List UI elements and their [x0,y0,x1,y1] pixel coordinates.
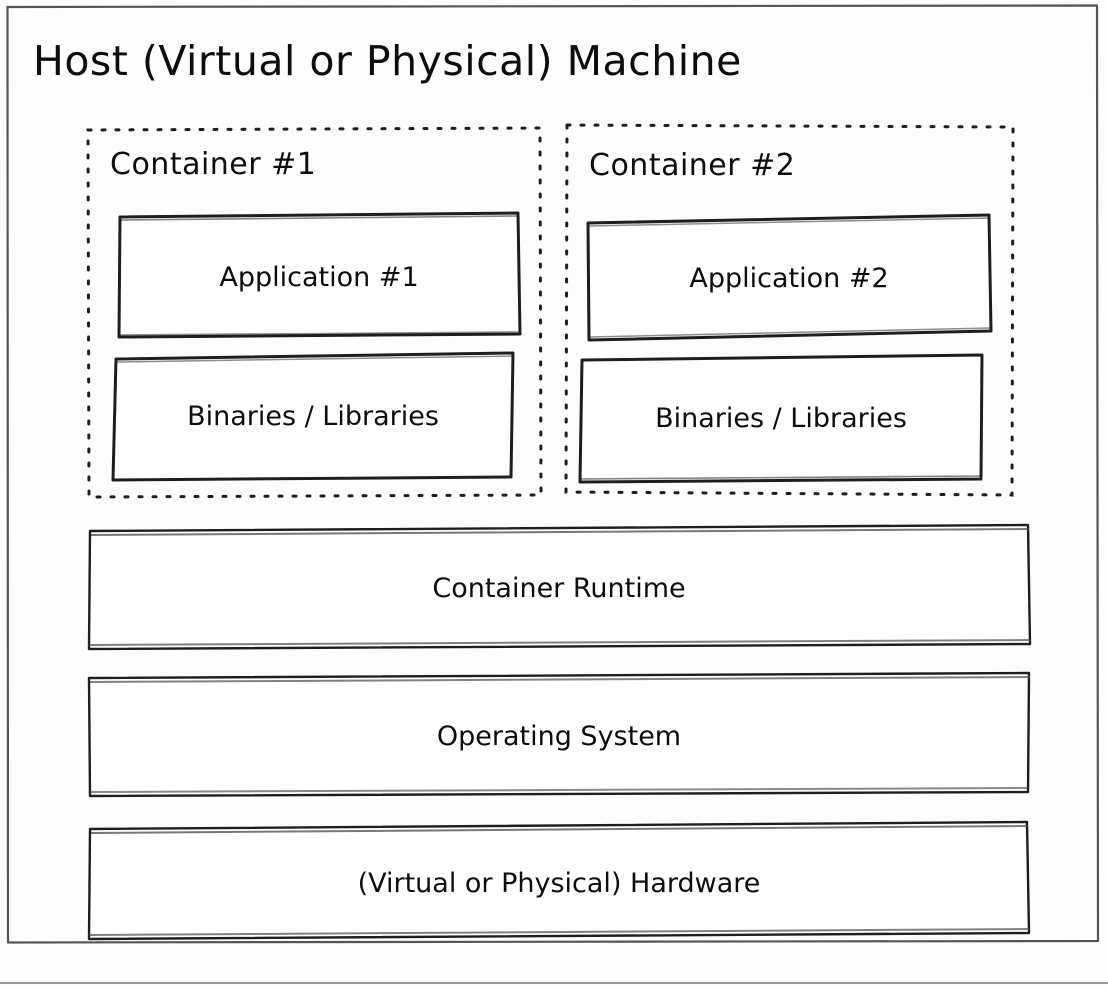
host-machine-frame [5,4,1100,944]
operating-system-box[interactable]: Operating System [86,671,1032,799]
container-runtime-label: Container Runtime [432,573,686,604]
hardware-box[interactable]: (Virtual or Physical) Hardware [86,820,1032,942]
container-2-box[interactable] [564,122,1016,498]
binaries-libraries-2-box[interactable]: Binaries / Libraries [577,353,985,484]
container-2-label: Container #2 [589,148,796,183]
binaries-libraries-1-label: Binaries / Libraries [187,401,439,432]
application-1-label: Application #1 [219,262,419,293]
container-runtime-box[interactable]: Container Runtime [86,522,1032,652]
binaries-libraries-1-box[interactable]: Binaries / Libraries [110,351,516,482]
container-1-label: Container #1 [110,147,317,182]
application-1-box[interactable]: Application #1 [116,210,522,340]
operating-system-label: Operating System [436,721,682,752]
hardware-label: (Virtual or Physical) Hardware [357,868,761,899]
application-2-label: Application #2 [689,263,889,294]
page-title: Host (Virtual or Physical) Machine [33,37,742,85]
application-2-box[interactable]: Application #2 [585,213,993,343]
bottom-divider [0,982,1108,984]
binaries-libraries-2-label: Binaries / Libraries [655,403,907,434]
